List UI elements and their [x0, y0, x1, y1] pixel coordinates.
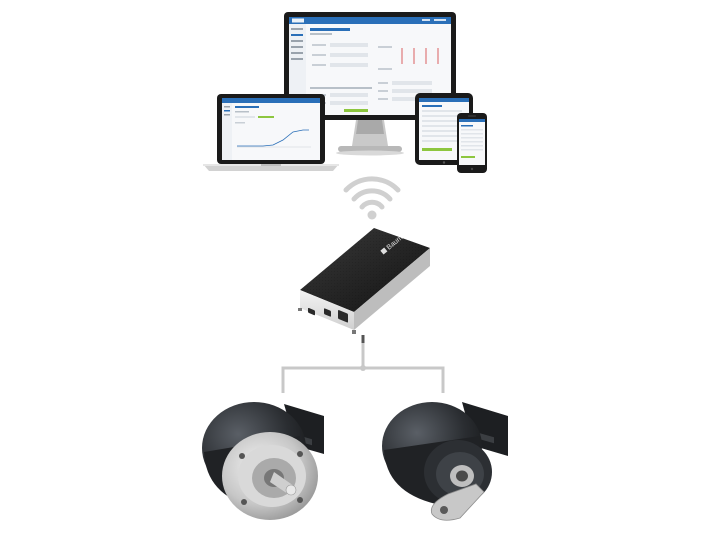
laptop — [203, 92, 339, 174]
port-panel — [308, 307, 348, 323]
smartphone — [456, 112, 488, 174]
gateway-device: Baumer — [294, 222, 436, 342]
cable-connector — [270, 335, 456, 395]
wifi-icon — [340, 174, 404, 222]
encoder-flange-shaft — [196, 396, 330, 530]
encoder-hollow-shaft — [378, 396, 514, 526]
